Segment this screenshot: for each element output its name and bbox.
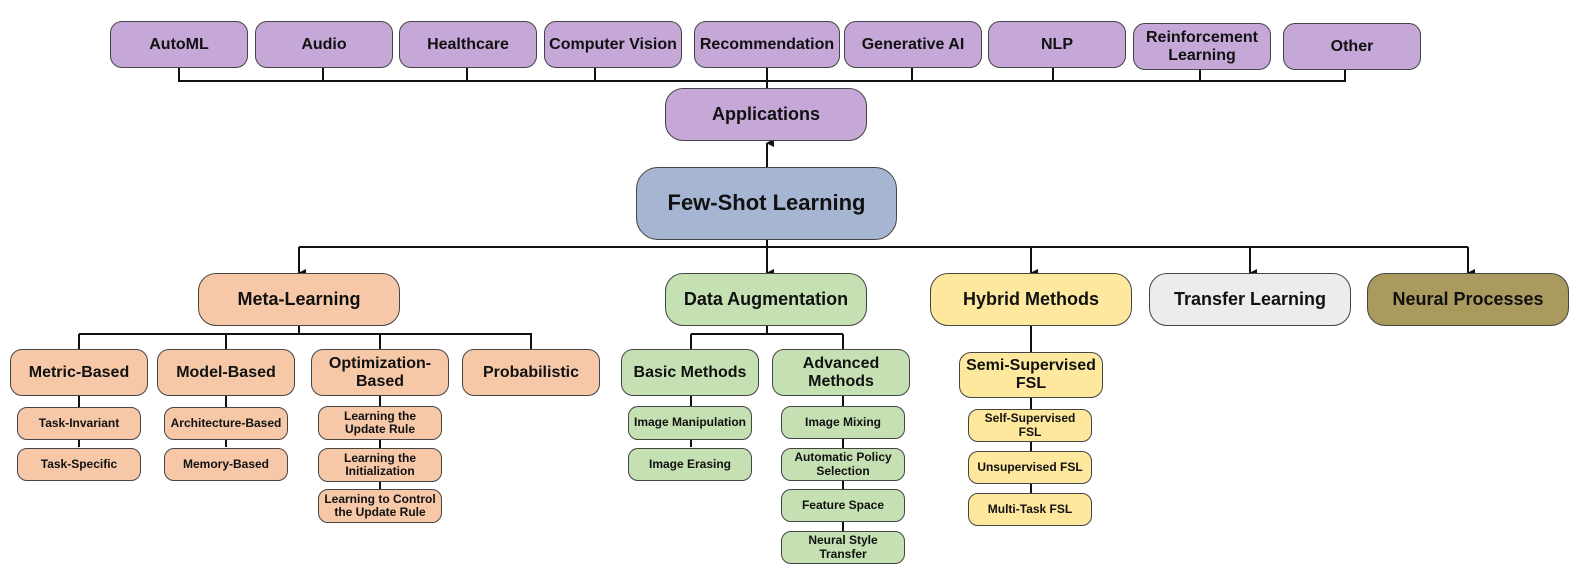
optimization-control-update-rule: Learning to Control the Update Rule [318,489,442,523]
hybrid-semi-supervised-fsl: Semi-Supervised FSL [959,352,1103,398]
meta-model-based: Model-Based [157,349,295,396]
application-generative-ai: Generative AI [844,21,982,68]
category-transfer-learning: Transfer Learning [1149,273,1351,326]
metric-task-specific: Task-Specific [17,448,141,481]
meta-probabilistic: Probabilistic [462,349,600,396]
optimization-initialization: Learning the Initialization [318,448,442,482]
semi-self-supervised-fsl: Self-Supervised FSL [968,409,1092,442]
category-data-augmentation: Data Augmentation [665,273,867,326]
augmentation-advanced-methods: Advanced Methods [772,349,910,396]
application-reinforcement-learning: Reinforcement Learning [1133,23,1271,70]
semi-unsupervised-fsl: Unsupervised FSL [968,451,1092,484]
applications-bus [178,68,1346,82]
advanced-neural-style-transfer: Neural Style Transfer [781,531,905,564]
application-nlp: NLP [988,21,1126,68]
augmentation-basic-methods: Basic Methods [621,349,759,396]
categories-bus [299,240,1468,248]
category-hybrid-methods: Hybrid Methods [930,273,1132,326]
advanced-automatic-policy-selection: Automatic Policy Selection [781,448,905,481]
meta-metric-based: Metric-Based [10,349,148,396]
application-audio: Audio [255,21,393,68]
category-neural-processes: Neural Processes [1367,273,1569,326]
application-automl: AutoML [110,21,248,68]
category-meta-learning: Meta-Learning [198,273,400,326]
semi-multi-task-fsl: Multi-Task FSL [968,493,1092,526]
optimization-update-rule: Learning the Update Rule [318,406,442,440]
application-other: Other [1283,23,1421,70]
basic-image-erasing: Image Erasing [628,448,752,481]
model-architecture-based: Architecture-Based [164,407,288,440]
applications-node: Applications [665,88,867,141]
basic-image-manipulation: Image Manipulation [628,406,752,440]
application-healthcare: Healthcare [399,21,537,68]
metric-task-invariant: Task-Invariant [17,407,141,440]
meta-optimization-based: Optimization-Based [311,349,449,396]
advanced-image-mixing: Image Mixing [781,406,905,439]
model-memory-based: Memory-Based [164,448,288,481]
application-computer-vision: Computer Vision [544,21,682,68]
application-recommendation: Recommendation [694,21,840,68]
advanced-feature-space: Feature Space [781,489,905,522]
root-node: Few-Shot Learning [636,167,897,240]
